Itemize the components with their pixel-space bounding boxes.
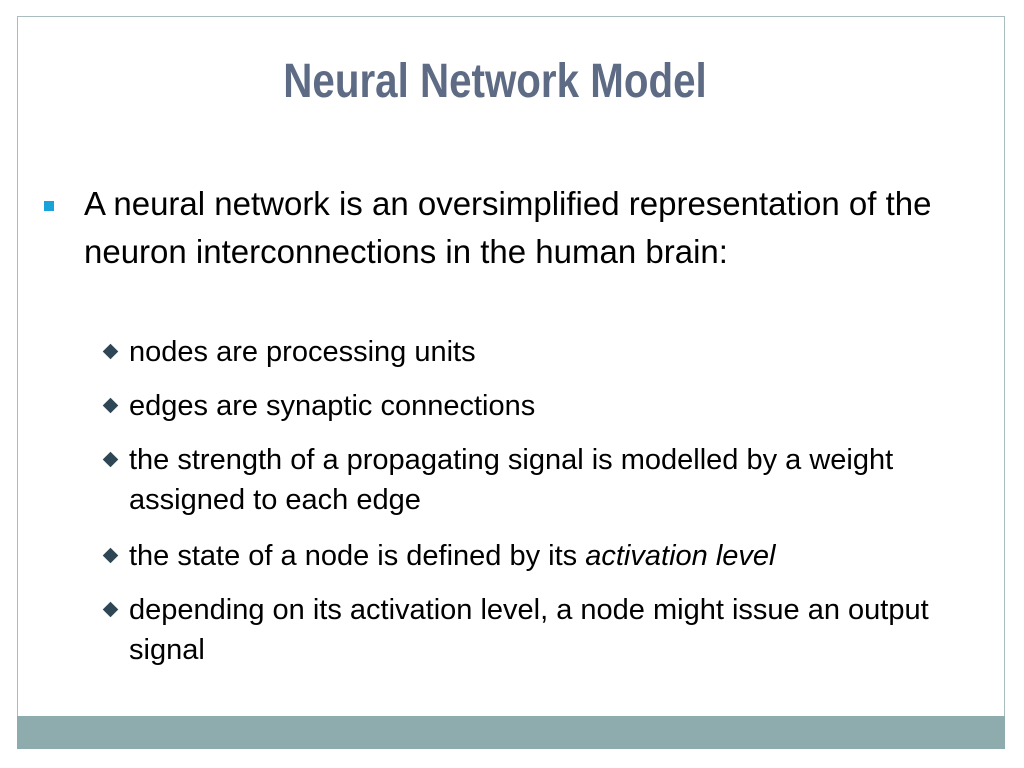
diamond-bullet-icon bbox=[102, 451, 119, 468]
diamond-bullet-icon bbox=[102, 547, 119, 564]
main-bullet-text: A neural network is an oversimplified re… bbox=[84, 185, 932, 270]
sub-bullet-text: depending on its activation level, a nod… bbox=[129, 594, 929, 666]
emphasis-text: activation level bbox=[585, 540, 776, 572]
square-bullet-icon bbox=[44, 201, 54, 211]
sub-bullet-text: the state of a node is defined by its ac… bbox=[129, 536, 999, 576]
diamond-bullet-icon bbox=[102, 601, 119, 618]
slide-title: Neural Network Model bbox=[283, 55, 707, 108]
footer-bar bbox=[17, 716, 1005, 749]
slide-frame bbox=[17, 16, 1005, 749]
sub-bullet-text: nodes are processing units bbox=[129, 336, 476, 368]
sub-bullet-text: the strength of a propagating signal is … bbox=[129, 444, 894, 516]
diamond-bullet-icon bbox=[102, 397, 119, 414]
sub-bullet-plain-text: the state of a node is defined by its bbox=[129, 540, 586, 572]
sub-bullet-text: edges are synaptic connections bbox=[129, 390, 536, 422]
diamond-bullet-icon bbox=[102, 343, 119, 360]
